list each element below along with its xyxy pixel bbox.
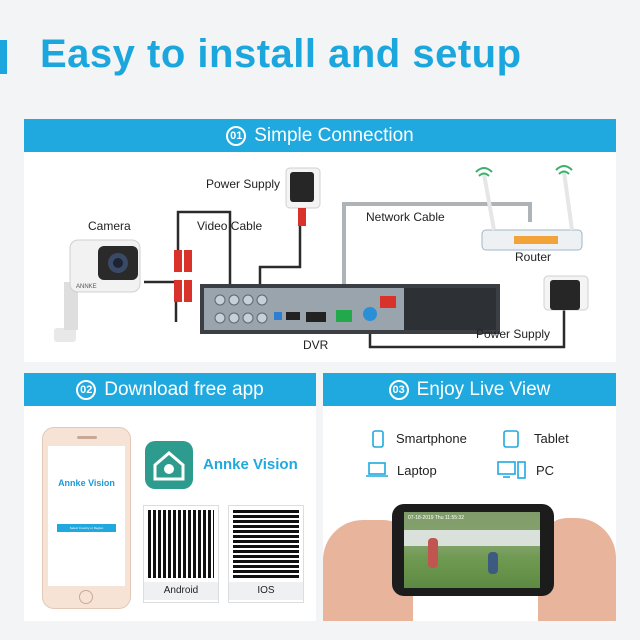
network-cable-line — [342, 202, 532, 312]
device-pc: PC — [536, 463, 555, 478]
label-camera: Camera — [88, 219, 131, 233]
phone-home-button — [79, 590, 93, 604]
label-dvr: DVR — [303, 338, 329, 352]
qr-code-android[interactable]: Android — [143, 505, 219, 603]
section-header: 02 Download free app — [24, 373, 316, 406]
tablet-icon — [503, 430, 519, 448]
laptop-icon — [366, 462, 388, 477]
app-icon — [145, 441, 193, 489]
phone-speaker — [77, 436, 97, 439]
home-camera-icon — [153, 451, 185, 481]
phone-app-title: Annke Vision — [58, 478, 115, 488]
phone-mockup: Annke Vision Select Country or Region — [42, 427, 131, 609]
video-timestamp: 07-18-2019 Thu 11:55:32 — [408, 515, 464, 521]
label-power-supply-top: Power Supply — [206, 177, 281, 191]
camera-cable-line — [144, 280, 178, 322]
section-number: 01 — [226, 125, 247, 146]
device-tablet: Tablet — [534, 431, 569, 446]
section-header: 03 Enjoy Live View — [323, 373, 616, 406]
section-title: Download free app — [104, 378, 264, 400]
phone-screen: Annke Vision Select Country or Region — [48, 446, 125, 586]
label-network-cable: Network Cable — [366, 210, 445, 224]
section-header: 01 Simple Connection — [24, 119, 616, 152]
phone-select-region-button[interactable]: Select Country or Region — [57, 524, 116, 532]
section-title: Enjoy Live View — [416, 378, 551, 400]
video-person-2 — [488, 552, 498, 574]
video-fence — [404, 530, 540, 546]
camera-icon — [54, 239, 141, 342]
section-number: 03 — [388, 379, 409, 400]
router-icon — [475, 165, 583, 251]
power-cable-line — [368, 307, 566, 349]
section-title: Simple Connection — [254, 124, 414, 146]
video-person-1 — [428, 538, 438, 568]
live-view-video: 07-18-2019 Thu 11:55:32 — [404, 512, 540, 588]
label-power-supply-bottom: Power Supply — [476, 327, 551, 341]
section-number: 02 — [76, 379, 97, 400]
label-router: Router — [515, 250, 552, 264]
device-smartphone: Smartphone — [396, 431, 467, 446]
landscape-phone: 07-18-2019 Thu 11:55:32 — [392, 504, 554, 596]
qr-label-android: Android — [144, 582, 218, 600]
pc-icon — [497, 461, 526, 479]
bnc-connectors — [174, 250, 192, 302]
camera-brand: ANNKE — [76, 284, 97, 290]
qr-code-ios[interactable]: IOS — [228, 505, 304, 603]
page-title: Easy to install and setup — [40, 32, 522, 76]
title-accent-bar — [0, 40, 7, 74]
device-laptop: Laptop — [397, 463, 437, 478]
label-video-cable: Video Cable — [197, 219, 263, 233]
power-supply-right-icon — [543, 275, 589, 311]
qr-label-ios: IOS — [229, 582, 303, 600]
smartphone-icon — [372, 430, 384, 448]
app-name: Annke Vision — [203, 456, 298, 473]
dvr-icon — [200, 284, 500, 334]
video-cable-line-2 — [176, 210, 232, 302]
connection-diagram: ANNKE — [54, 165, 589, 349]
power-supply-top-icon — [285, 167, 321, 226]
